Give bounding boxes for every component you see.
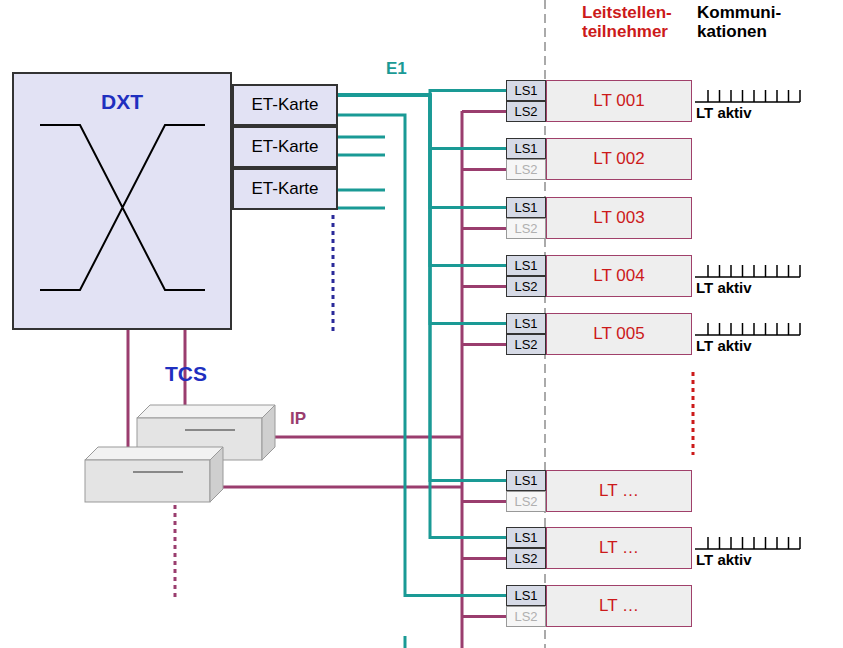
status-label: LT aktiv — [696, 552, 752, 569]
port-box: LS2 — [506, 334, 546, 355]
node-text: LS1 — [514, 83, 537, 98]
switch-box: DXT — [12, 72, 232, 330]
node-text: LT 005 — [593, 324, 644, 344]
port-box: LS2 — [506, 606, 546, 627]
subscriber-box: LT 001 — [546, 80, 692, 122]
node-text: DXT — [101, 90, 143, 114]
link-label: E1 — [386, 60, 407, 79]
node-text: ET-Karte — [251, 137, 318, 157]
continuation-dots — [332, 215, 335, 335]
subscriber-box: LT 003 — [546, 197, 692, 239]
node-text: LS1 — [514, 588, 537, 603]
node-text: LT … — [599, 596, 639, 616]
e1-link — [338, 95, 506, 266]
port-box: LS2 — [506, 548, 546, 569]
node-text: LS2 — [514, 494, 537, 509]
subscriber-box: LT … — [546, 527, 692, 569]
subscriber-box: LT … — [546, 470, 692, 512]
card-box: ET-Karte — [232, 84, 338, 126]
node-text: ET-Karte — [251, 179, 318, 199]
node-text: LS1 — [514, 316, 537, 331]
port-box: LS1 — [506, 585, 546, 606]
node-text: LT … — [599, 538, 639, 558]
port-box: LS2 — [506, 101, 546, 122]
node-text: LS1 — [514, 141, 537, 156]
port-box: LS1 — [506, 138, 546, 159]
node-text: LT 003 — [593, 208, 644, 228]
dxt-fill — [12, 72, 232, 330]
status-label: LT aktiv — [696, 338, 752, 355]
port-box: LS1 — [506, 470, 546, 491]
node-text: LT 004 — [593, 266, 644, 286]
subscriber-box: LT 005 — [546, 313, 692, 355]
node-text: LS2 — [514, 551, 537, 566]
e1-link — [338, 95, 506, 481]
card-box: ET-Karte — [232, 126, 338, 168]
continuation-dots — [174, 505, 177, 600]
port-box: LS2 — [506, 491, 546, 512]
e1-stubs — [338, 137, 405, 648]
column-header: Kommuni- kationen — [697, 4, 797, 41]
port-box: LS2 — [506, 276, 546, 297]
node-text: LS2 — [514, 104, 537, 119]
port-box: LS1 — [506, 255, 546, 276]
port-box: LS1 — [506, 313, 546, 334]
node-text: LS1 — [514, 258, 537, 273]
server-icon — [85, 447, 223, 502]
node-text: ET-Karte — [251, 95, 318, 115]
port-box: LS1 — [506, 527, 546, 548]
e1-link — [338, 95, 506, 208]
status-label: LT aktiv — [696, 105, 752, 122]
port-box: LS2 — [506, 218, 546, 239]
port-box: LS1 — [506, 197, 546, 218]
node-text: LS1 — [514, 530, 537, 545]
node-text: LS2 — [514, 221, 537, 236]
subscriber-box: LT 002 — [546, 138, 692, 180]
port-box: LS2 — [506, 159, 546, 180]
continuation-dots — [692, 372, 695, 455]
node-text: LS2 — [514, 279, 537, 294]
card-box: ET-Karte — [232, 168, 338, 210]
link-label: IP — [290, 410, 306, 429]
node-text: LS1 — [514, 200, 537, 215]
channel-combs — [695, 90, 800, 549]
ip-wires — [128, 111, 462, 648]
port-box: LS1 — [506, 80, 546, 101]
e1-link — [338, 95, 506, 324]
status-label: LT aktiv — [696, 280, 752, 297]
column-header: Leitstellen- teilnehmer — [582, 4, 700, 41]
node-text: LT 001 — [593, 91, 644, 111]
subscriber-box: LT … — [546, 585, 692, 627]
node-text: LT … — [599, 481, 639, 501]
ip-stubs — [462, 112, 506, 617]
e1-link — [338, 95, 506, 149]
server-label: TCS — [165, 362, 207, 385]
e1-link — [338, 115, 506, 596]
node-text: LS2 — [514, 337, 537, 352]
subscriber-box: LT 004 — [546, 255, 692, 297]
node-text: LS2 — [514, 609, 537, 624]
node-text: LT 002 — [593, 149, 644, 169]
node-text: LS2 — [514, 162, 537, 177]
switch-symbol — [40, 125, 205, 290]
node-text: LS1 — [514, 473, 537, 488]
e1-link — [338, 95, 506, 538]
